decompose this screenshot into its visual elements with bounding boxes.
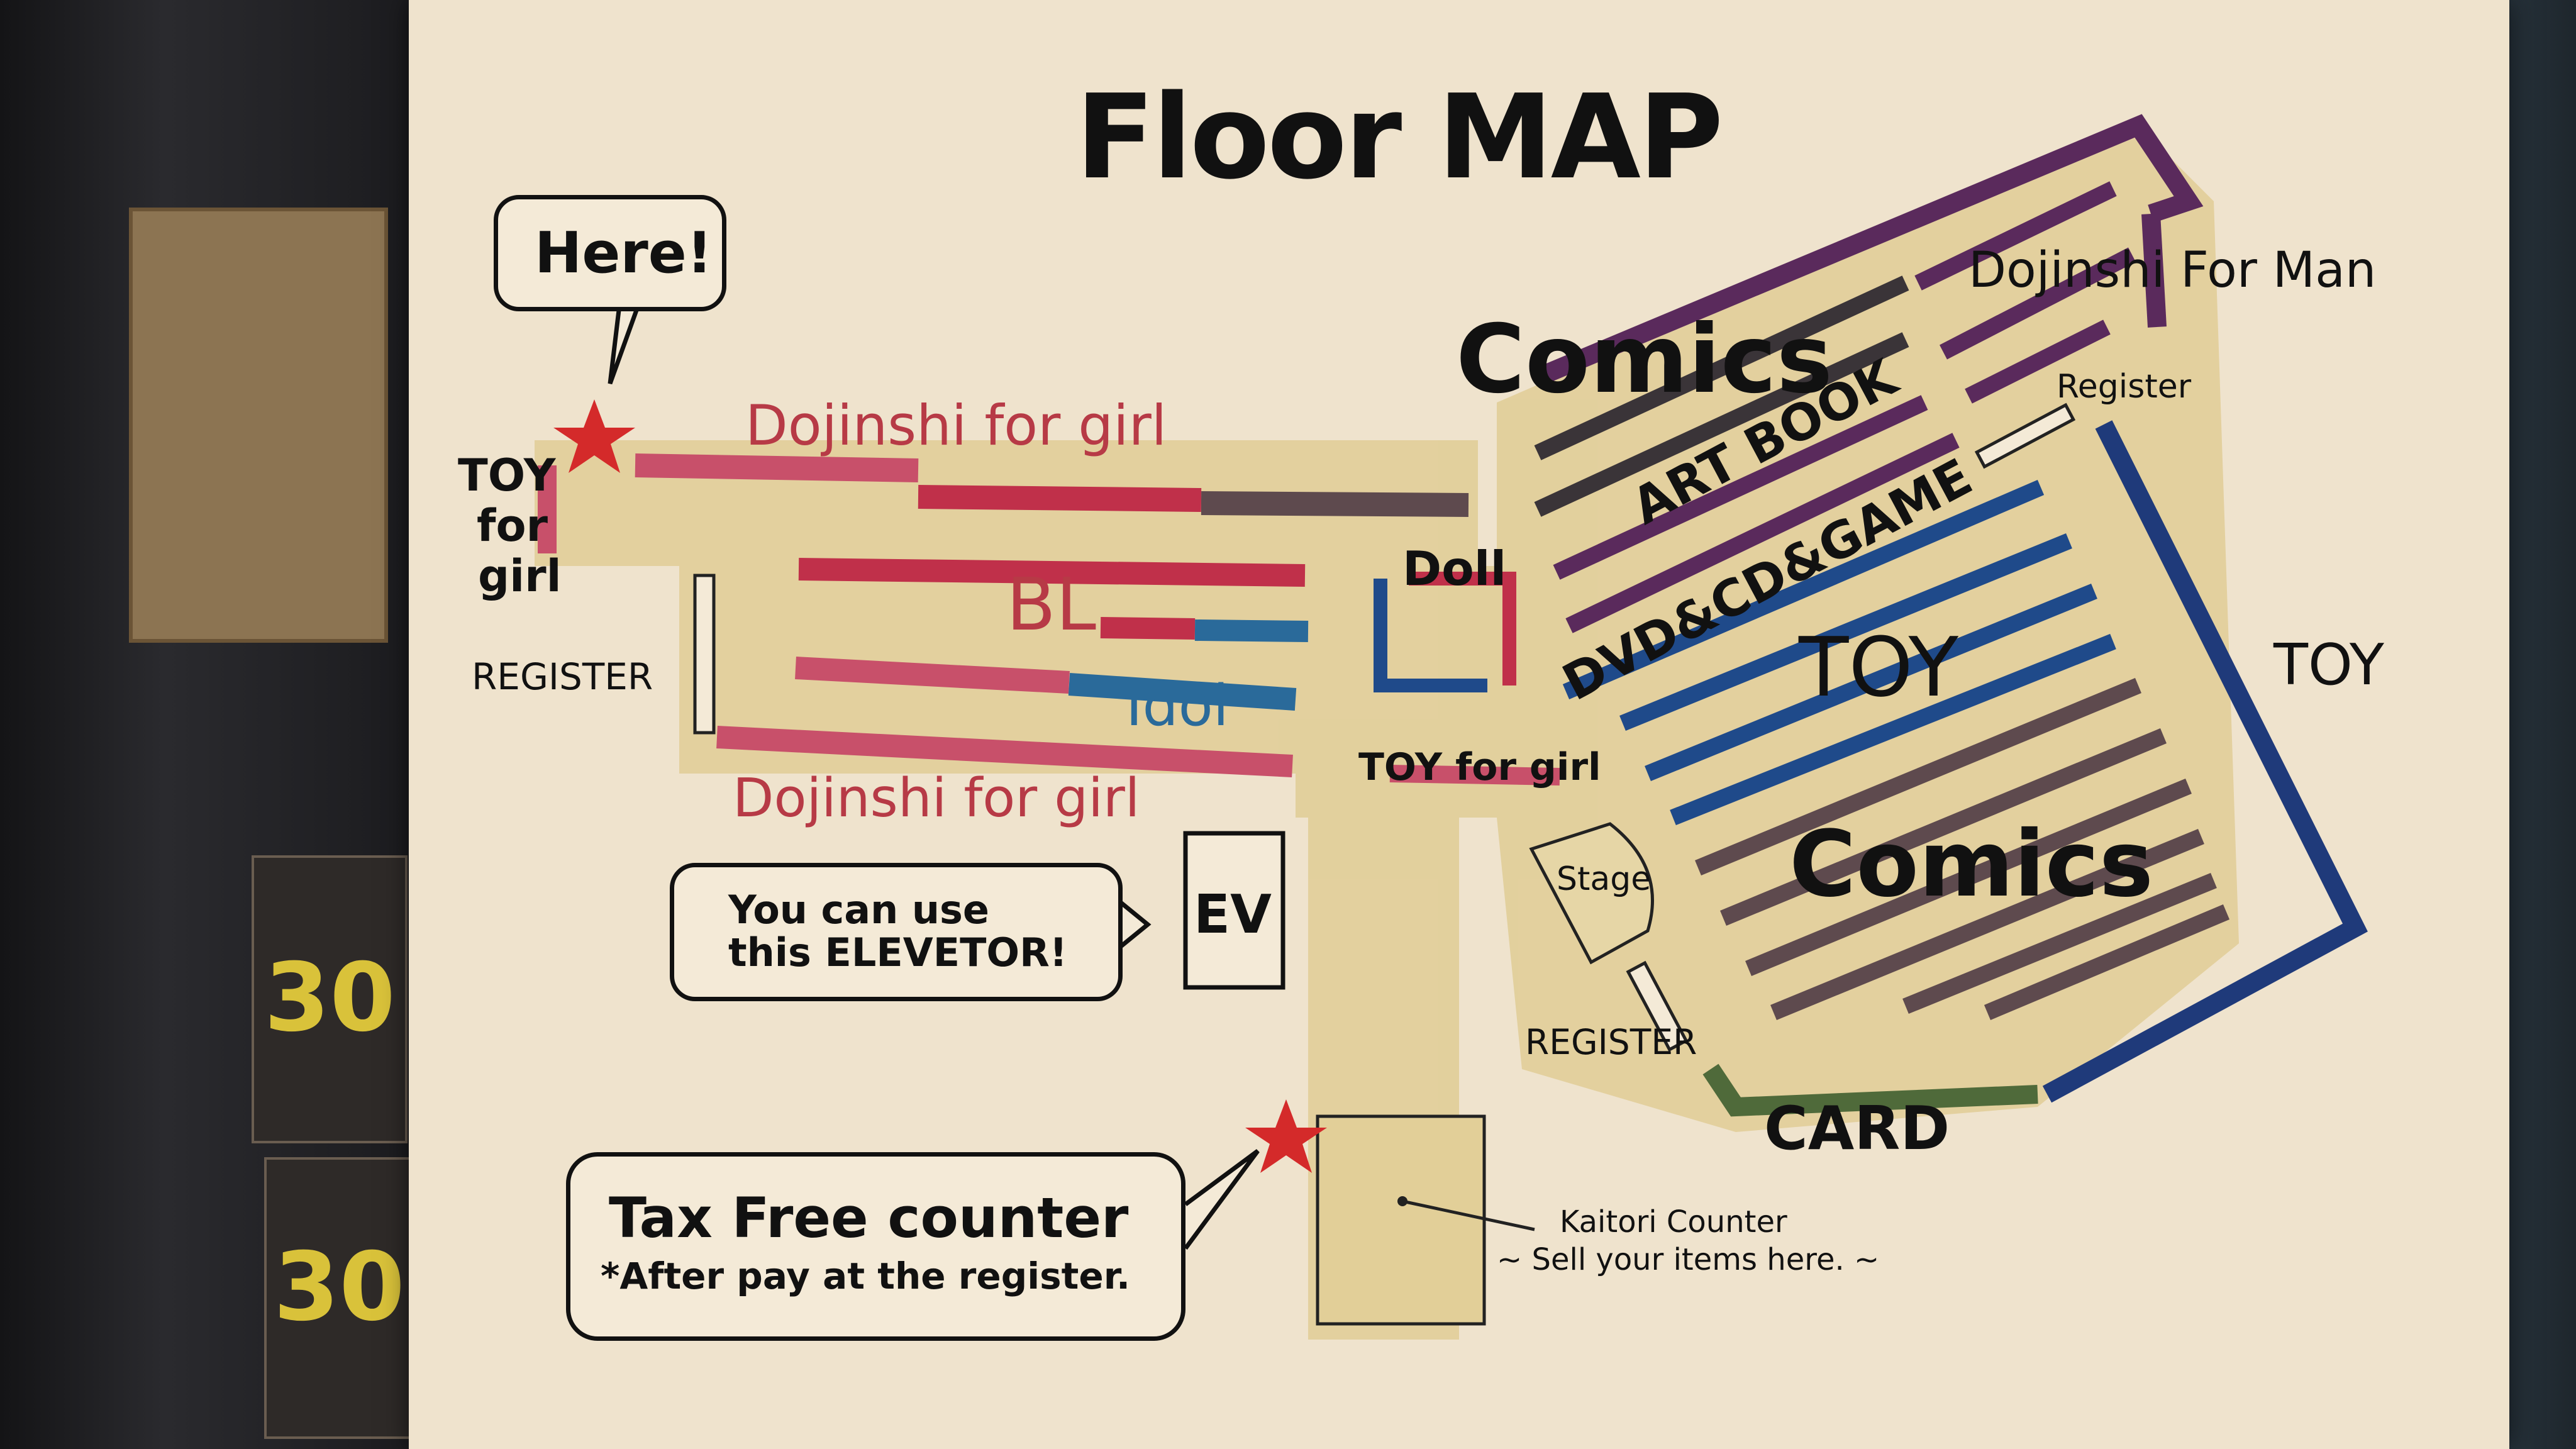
elevator-box (1183, 831, 1285, 990)
area-label-toy-girl-left-2: for (477, 500, 548, 552)
area-label-comics-bottom: Comics (1789, 811, 2154, 918)
register-counter-left (693, 574, 716, 735)
area-label-comics-top: Comics (1456, 305, 1833, 414)
kaitori-pointer-dot (1397, 1196, 1407, 1206)
elevator-bubble-tail (1119, 901, 1152, 948)
area-label-ev: EV (1194, 884, 1272, 946)
here-star-icon (553, 399, 635, 473)
register-counter-right (1974, 402, 2076, 469)
decor-poster-number-2: 30 (274, 1233, 405, 1342)
elevator-callout-line1: You can use (728, 887, 989, 933)
register-counter-center (1626, 960, 1689, 1052)
here-callout (494, 195, 726, 311)
elevator-callout-line2: this ELEVETOR! (728, 930, 1068, 975)
map-title: Floor MAP (1075, 69, 1723, 205)
area-label-register-left: REGISTER (472, 655, 653, 698)
right-section-frame (1534, 114, 2368, 1103)
shelves-right-section (1534, 181, 2230, 1021)
area-label-register-right: Register (2057, 368, 2192, 406)
area-label-dojinshi-girl-bottom: Dojinshi for girl (733, 767, 1140, 830)
decor-corkboard (129, 208, 388, 643)
area-label-kaitori-line1: Kaitori Counter (1560, 1204, 1787, 1240)
tax-free-callout (566, 1152, 1185, 1341)
area-label-kaitori-line2: ~ Sell your items here. ~ (1497, 1242, 1880, 1277)
speech-tail-icon (608, 304, 641, 385)
shelves-left-section (538, 453, 1560, 786)
here-callout-text: Here! (535, 220, 713, 286)
tax-free-star-icon (1245, 1099, 1327, 1173)
decor-poster-number-1: 30 (264, 943, 396, 1053)
area-label-toy-girl-center: TOY for girl (1358, 745, 1601, 789)
area-label-toy-center: TOY (1799, 619, 1959, 715)
area-label-idol: Idol (1126, 673, 1229, 739)
stage-area (1529, 822, 1654, 965)
area-label-stage: Stage (1557, 860, 1652, 898)
area-label-bl: BL (1006, 563, 1096, 647)
area-label-doll: Doll (1402, 541, 1507, 596)
area-label-toy-girl-left-1: TOY (458, 450, 556, 501)
area-label-dojinshi-man: Dojinshi For Man (1968, 242, 2377, 299)
tax-free-callout-line1: Tax Free counter (609, 1185, 1129, 1250)
elevator-callout (670, 863, 1123, 1001)
area-label-register-center: REGISTER (1525, 1022, 1697, 1062)
area-label-toy-girl-left-3: girl (478, 550, 562, 602)
card-counter (1702, 1063, 2038, 1117)
kaitori-pointer-line (1402, 1199, 1535, 1231)
tax-free-bubble-tail (1184, 1149, 1260, 1250)
doll-booth (1374, 572, 1516, 692)
area-label-toy-right: TOY (2273, 632, 2384, 698)
decor-poster-1 (252, 855, 408, 1143)
tax-free-callout-line2: *After pay at the register. (601, 1255, 1131, 1297)
area-label-dojinshi-girl-top: Dojinshi for girl (745, 393, 1167, 458)
kaitori-counter-area (1316, 1114, 1486, 1326)
area-label-card: CARD (1764, 1094, 1950, 1163)
